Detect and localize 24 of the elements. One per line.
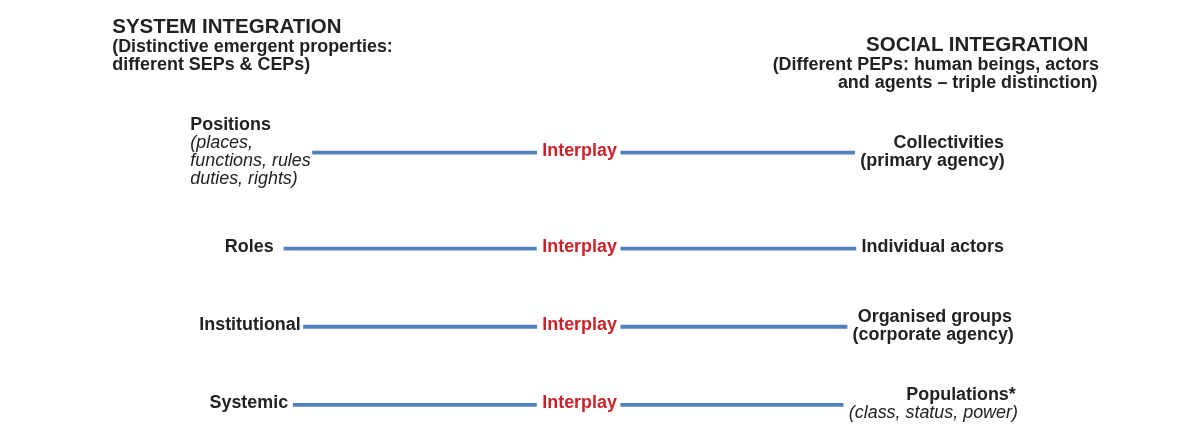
connector xyxy=(619,324,847,329)
node-text: Interplay xyxy=(541,236,617,257)
node-text: Interplay xyxy=(541,392,617,413)
node-text: Collectivities (primary agency) xyxy=(859,131,1005,170)
connector xyxy=(283,246,537,251)
label: SOCIAL INTEGRATION xyxy=(865,32,1088,56)
connector xyxy=(302,324,537,329)
node-text: Interplay xyxy=(541,140,617,161)
node-text: Populations* (class, status, power) xyxy=(848,383,1018,422)
connector xyxy=(619,246,856,251)
node-text: Systemic xyxy=(209,392,288,413)
label: (Different PEPs: human beings, actors and agents – triple distinction) xyxy=(772,53,1099,92)
connector xyxy=(311,150,537,155)
node-text: Individual actors xyxy=(861,236,1004,257)
connector xyxy=(292,402,537,407)
node-text: Positions (places, functions, rules duties, rights) xyxy=(189,113,311,188)
label: SYSTEM INTEGRATION xyxy=(111,14,342,38)
node-text: Interplay xyxy=(541,314,617,335)
connector xyxy=(619,402,843,407)
node-text: Organised groups (corporate agency) xyxy=(852,305,1014,344)
node-text: Roles xyxy=(224,236,274,257)
node-text: Institutional xyxy=(198,314,301,335)
connector xyxy=(619,150,855,155)
label: (Distinctive emergent properties: different SEPs & CEPs) xyxy=(111,35,393,74)
